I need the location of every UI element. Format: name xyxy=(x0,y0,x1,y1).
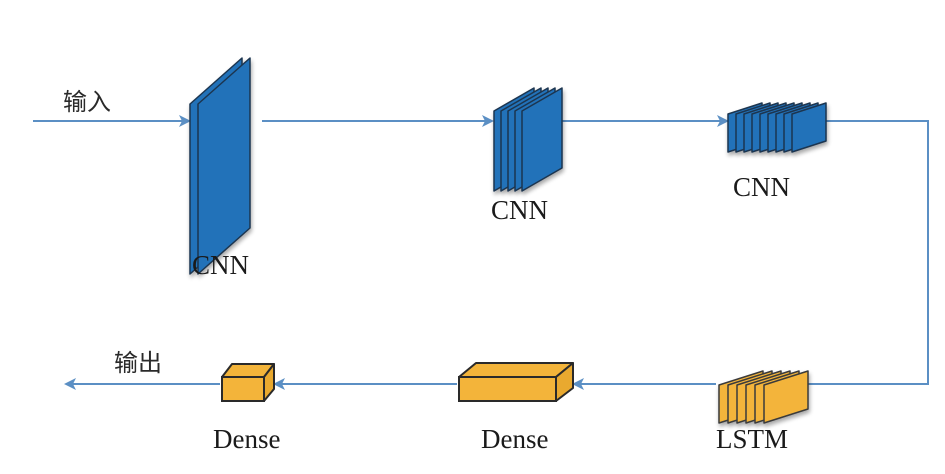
connections xyxy=(33,115,929,390)
cnn-layer-2 xyxy=(493,87,563,192)
cnn1-slice xyxy=(197,57,251,275)
dense-layer-1 xyxy=(458,362,574,402)
dense-1-label: Dense xyxy=(481,424,549,454)
input-label: 输入 xyxy=(63,88,111,116)
lstm-slice xyxy=(763,370,809,424)
arrow-cnn3-lstm xyxy=(787,120,929,390)
lstm-layer xyxy=(718,370,809,424)
dense-2-front xyxy=(221,376,265,402)
dense-1-front xyxy=(458,376,557,402)
cnn-3-label: CNN xyxy=(733,172,791,202)
cnn-2-label: CNN xyxy=(491,195,549,225)
dense-layer-2 xyxy=(221,363,275,402)
cnn-layer-3 xyxy=(727,102,827,153)
output-label: 输出 xyxy=(114,349,162,377)
cnn2-slice xyxy=(521,87,563,192)
lstm-label: LSTM xyxy=(716,424,789,454)
cnn-1-label: CNN xyxy=(192,250,250,280)
cnn3-slice xyxy=(791,102,827,153)
dense-2-label: Dense xyxy=(213,424,281,454)
cnn-layer-1 xyxy=(189,57,251,275)
dense-1-top xyxy=(458,362,574,378)
